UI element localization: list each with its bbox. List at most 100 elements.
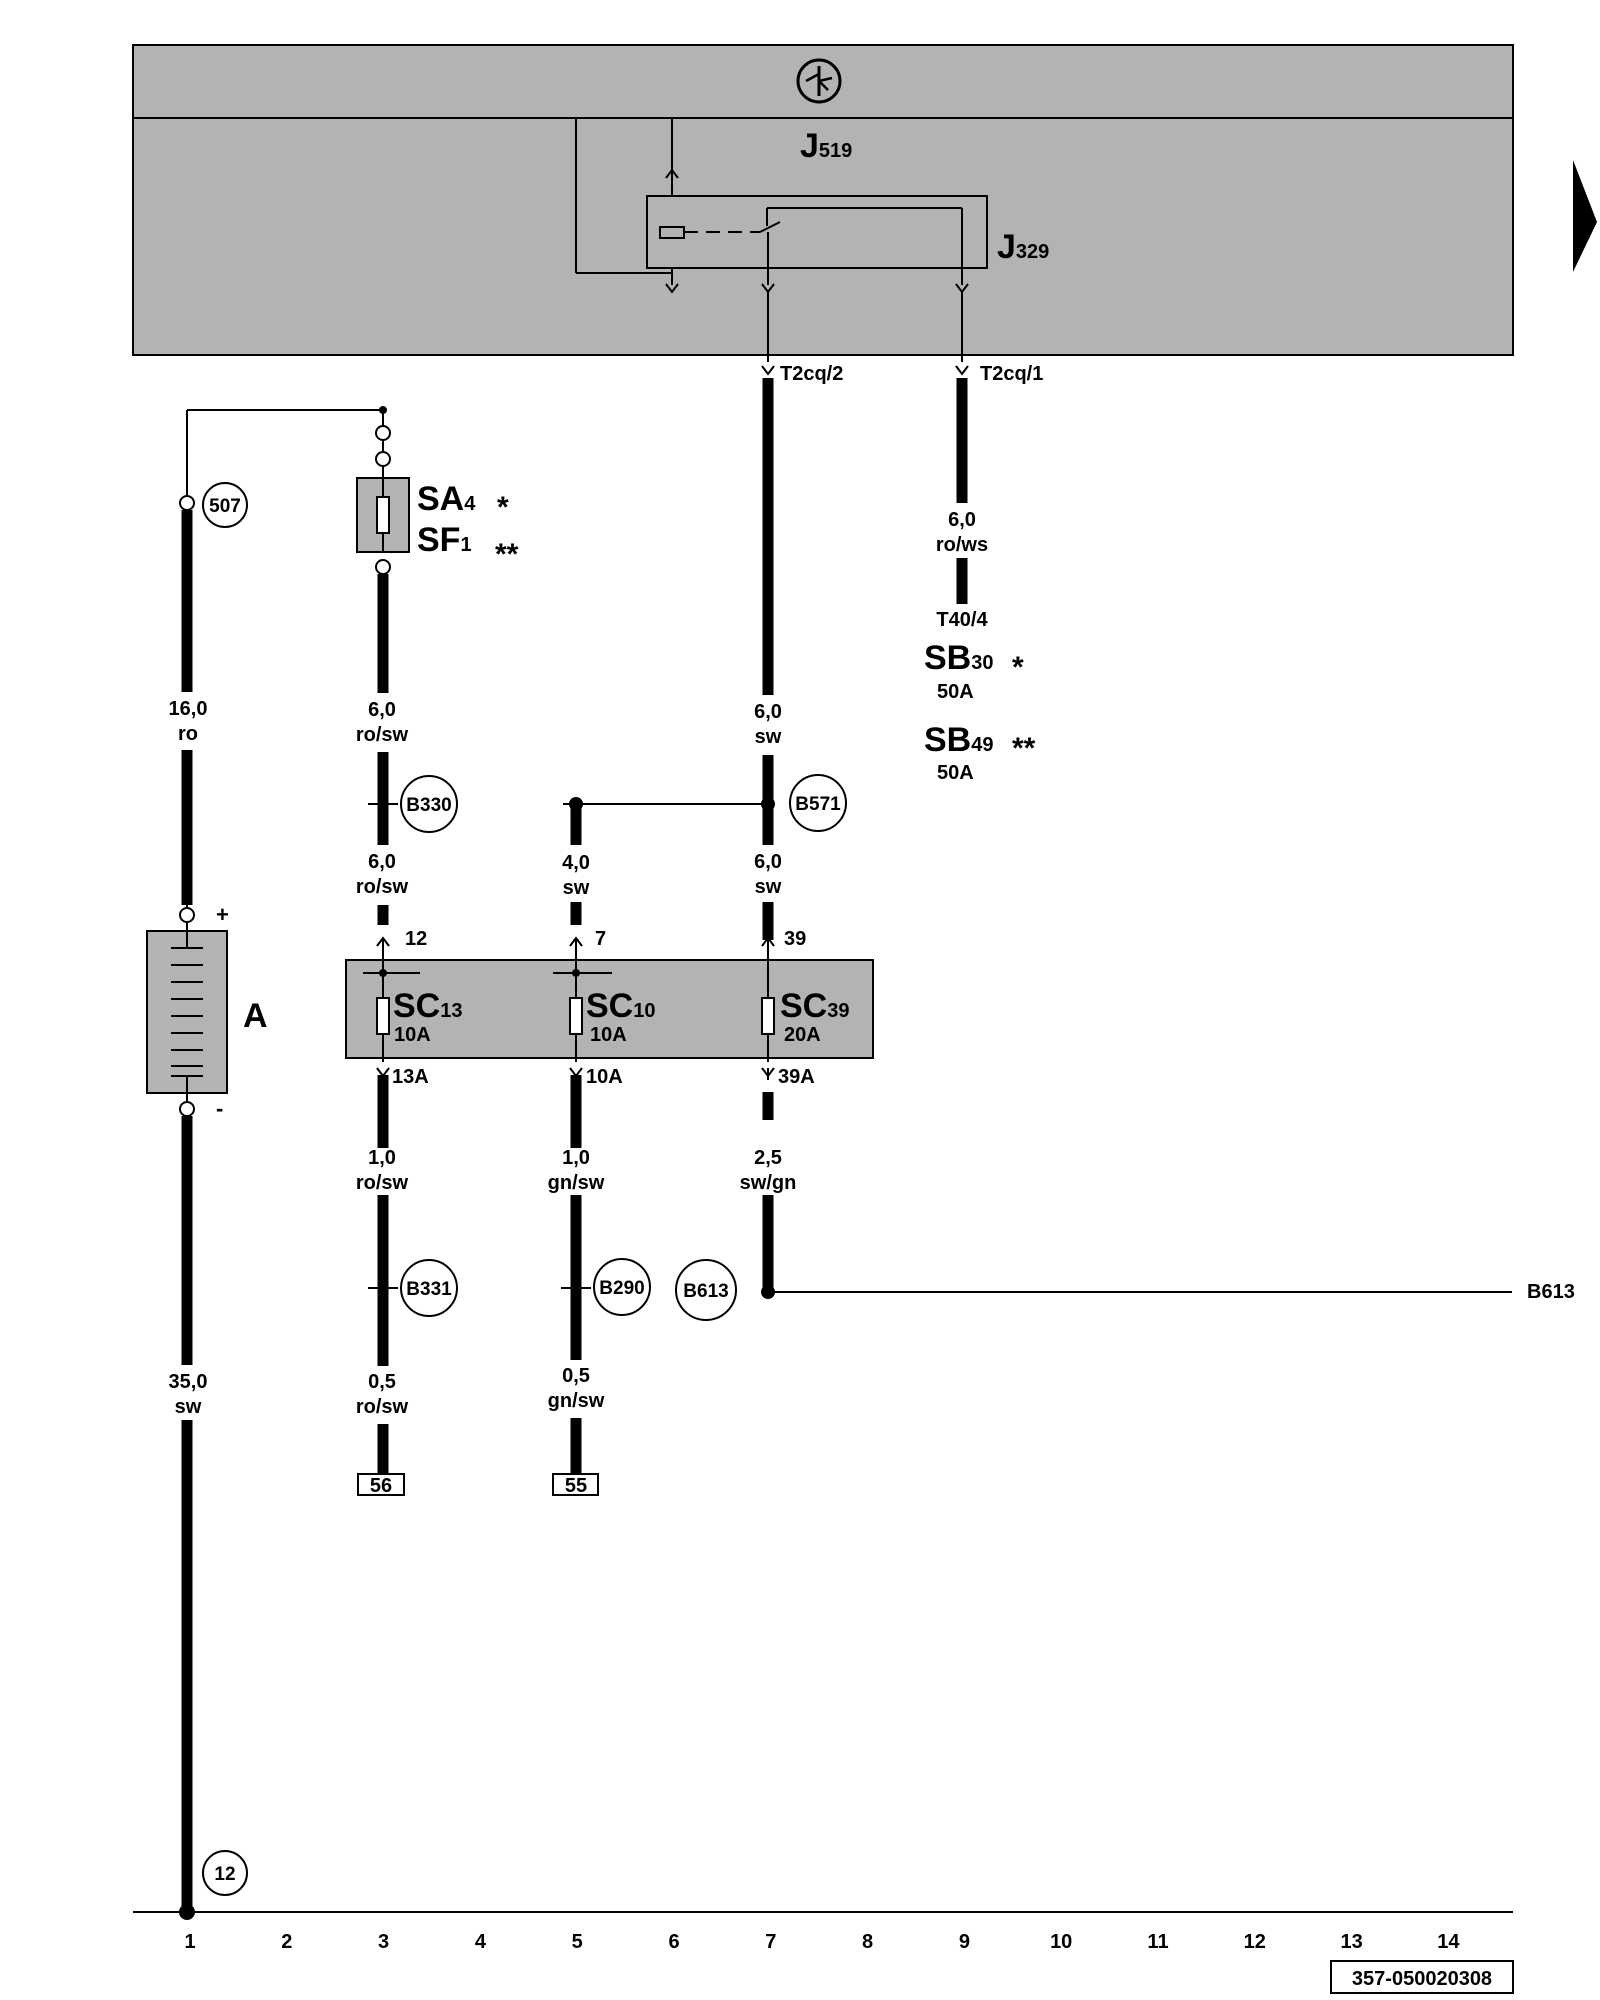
fuse-sb30-main: SB (924, 639, 971, 677)
ground-point-507-label: 507 (209, 496, 241, 517)
wire-7b-size: 6,0 (754, 851, 782, 873)
wire-1-top-color: ro (178, 723, 198, 745)
doc-number: 357-050020308 (1352, 1968, 1492, 1990)
fuse-sb49-main: SB (924, 721, 971, 759)
wire-5c-color: gn/sw (548, 1172, 605, 1194)
splice-b290-label: B290 (599, 1278, 644, 1299)
connector-t40-4: T40/4 (936, 609, 988, 631)
battery-a: A + - (146, 902, 268, 1121)
sc13-label: SC13 (393, 987, 462, 1025)
battery-label: A (243, 997, 268, 1035)
battery-plus: + (216, 902, 229, 927)
fuse-sa4-sf1 (356, 477, 410, 553)
fuse-sb49-mark: ** (1012, 732, 1036, 765)
wire-7a-color: sw (755, 726, 782, 748)
splice-b330: B330 (368, 775, 458, 833)
ground-point-12-label: 12 (214, 1864, 235, 1885)
wire-col7-labels: 6,0 sw 6,0 sw 2,5 sw/gn B613 (740, 701, 1575, 1303)
terminal-56: 56 (357, 1473, 405, 1497)
wire-3c-size: 1,0 (368, 1147, 396, 1169)
fuse-sb30-rating: 50A (937, 681, 974, 703)
ruler-column-5: 5 (572, 1931, 583, 1953)
sc13-sub: 13 (440, 1000, 462, 1022)
sc39-label: SC39 (780, 987, 849, 1025)
sc13-pin-out: 13A (392, 1066, 429, 1088)
wire-col3: SA4 * SF1 ** 6,0 ro/sw 6,0 ro/sw 1,0 ro/… (356, 406, 519, 1497)
wire-7b-color: sw (755, 876, 782, 898)
wire-5d-size: 0,5 (562, 1365, 590, 1387)
ruler-column-11: 11 (1147, 1931, 1168, 1953)
wire-3b-size: 6,0 (368, 851, 396, 873)
ruler-column-7: 7 (765, 1931, 776, 1953)
fuse-sb30-mark: * (1012, 651, 1024, 684)
wire-col9: T2cq/1 6,0 ro/ws T40/4 SB30 * 50A SB49 *… (924, 292, 1043, 784)
fuse-sf1-label: SF1 (417, 521, 472, 559)
splice-b613: B613 (675, 1259, 737, 1321)
sc10-pin-in: 7 (595, 928, 606, 950)
steering-wheel-icon (796, 58, 842, 104)
ruler-column-10: 10 (1050, 1931, 1072, 1953)
ruler-column-3: 3 (378, 1931, 389, 1953)
relay-label-main: J (997, 228, 1016, 266)
wire-1-bottom-size: 35,0 (169, 1371, 208, 1393)
fuse-holder-sc: 12 7 39 13A 10A 39A SC13 10A SC10 10A SC… (345, 928, 874, 1088)
pin-t2cq1: T2cq/1 (980, 363, 1043, 385)
ecu-label-main: J (800, 127, 819, 165)
fuse-sa4-mark: * (497, 491, 509, 524)
relay-label: J329 (997, 228, 1049, 266)
wire-5c-size: 1,0 (562, 1147, 590, 1169)
control-unit-j519: J519 J329 (132, 44, 1514, 356)
continue-right-arrow-icon (1573, 160, 1597, 272)
relay-label-sub: 329 (1016, 241, 1049, 263)
wire-1-top-size: 16,0 (169, 698, 208, 720)
wire-col5: 4,0 sw 1,0 gn/sw 0,5 gn/sw 55 (548, 797, 768, 1497)
sc13-main: SC (393, 987, 440, 1025)
ecu-label-sub: 519 (819, 140, 852, 162)
ruler-column-13: 13 (1340, 1931, 1362, 1953)
fuse-sa4-sub: 4 (464, 493, 476, 515)
wire-3a-size: 6,0 (368, 699, 396, 721)
splice-b331: B331 (368, 1259, 458, 1317)
ruler-column-1: 1 (184, 1931, 195, 1953)
terminal-56-label: 56 (370, 1475, 392, 1497)
sc10-main: SC (586, 987, 633, 1025)
ecu-label: J519 (800, 127, 852, 165)
splice-b613-label: B613 (683, 1281, 728, 1302)
wire-3d-color: ro/sw (356, 1396, 409, 1418)
sc10-label: SC10 (586, 987, 655, 1025)
splice-b571-label: B571 (795, 794, 841, 815)
wire-9-size: 6,0 (948, 509, 976, 531)
sc13-pin-in: 12 (405, 928, 427, 950)
fuse-sf1-main: SF (417, 521, 460, 559)
fuse-sb49-sub: 49 (971, 734, 993, 756)
sc10-pin-out: 10A (586, 1066, 623, 1088)
fuse-sb30-sub: 30 (971, 652, 993, 674)
wire-7c-color: sw/gn (740, 1172, 797, 1194)
splice-b613-ref: B613 (1527, 1281, 1575, 1303)
ruler-column-12: 12 (1244, 1931, 1266, 1953)
wire-col1: 507 16,0 ro 35,0 sw 12 (169, 409, 383, 1920)
terminal-55: 55 (552, 1473, 599, 1497)
wire-5d-color: gn/sw (548, 1390, 605, 1412)
pin-t2cq2: T2cq/2 (780, 363, 843, 385)
doc-number-box: 357-050020308 (1330, 1960, 1514, 1994)
wire-5b-color: sw (563, 877, 590, 899)
ruler-column-4: 4 (475, 1931, 487, 1953)
wire-5b-size: 4,0 (562, 852, 590, 874)
sc39-main: SC (780, 987, 827, 1025)
wire-7c-size: 2,5 (754, 1147, 782, 1169)
splice-b330-label: B330 (406, 795, 451, 816)
wire-1-bottom-color: sw (175, 1396, 202, 1418)
sc10-sub: 10 (633, 1000, 655, 1022)
ruler-column-8: 8 (862, 1931, 873, 1953)
wire-3a-color: ro/sw (356, 724, 409, 746)
splice-b571: B571 (789, 774, 847, 832)
terminal-55-label: 55 (565, 1475, 587, 1497)
fuse-sb30-label: SB30 (924, 639, 993, 677)
fuse-sa4-label: SA4 (417, 480, 476, 518)
fuse-sb49-rating: 50A (937, 762, 974, 784)
splice-b331-label: B331 (406, 1279, 452, 1300)
ground-point-12: 12 (202, 1850, 248, 1896)
ruler-column-9: 9 (959, 1931, 970, 1953)
